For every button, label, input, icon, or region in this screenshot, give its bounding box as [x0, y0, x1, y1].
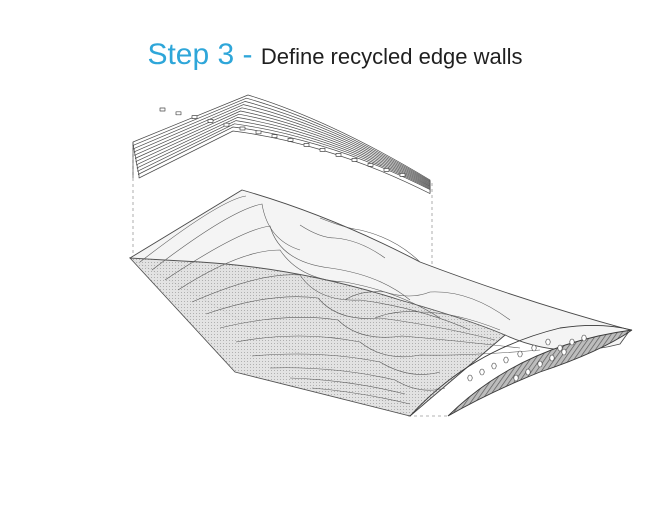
contour-line — [269, 367, 446, 391]
recycled-edge-wall — [409, 324, 633, 417]
wall-opening — [557, 344, 563, 352]
terrain-front-face — [128, 257, 506, 417]
contour-line — [191, 274, 471, 331]
layer-notch — [159, 107, 166, 112]
wall-opening — [513, 374, 519, 382]
contour-line — [139, 195, 247, 263]
edge-wall-rim — [409, 324, 633, 417]
wall-opening — [531, 344, 537, 352]
wall-opening — [525, 368, 531, 376]
layer-notch — [319, 148, 326, 152]
wall-opening — [545, 338, 551, 346]
wall-opening — [467, 374, 473, 382]
wall-opening — [491, 362, 497, 370]
wall-opening — [549, 354, 555, 362]
layer-notch — [175, 111, 182, 116]
layer-notch — [207, 119, 214, 123]
contour-line — [177, 249, 441, 319]
terrain-surface — [128, 189, 631, 417]
layer-notch — [287, 138, 294, 142]
edge-wall-body — [447, 329, 633, 417]
wall-layer — [138, 126, 431, 194]
contour-line — [164, 225, 411, 301]
contour-line — [219, 317, 521, 349]
contour-lines — [139, 195, 541, 405]
layer-notch — [223, 122, 230, 127]
page-title: Step 3 - Define recycled edge walls — [0, 40, 670, 70]
step-description: Define recycled edge walls — [260, 44, 523, 69]
contour-line — [344, 291, 511, 321]
wall-opening — [503, 356, 509, 364]
contour-line — [319, 217, 421, 263]
wall-opening — [581, 334, 587, 342]
edge-wall-layers — [132, 94, 431, 194]
wall-opening — [561, 348, 567, 356]
edge-wall-openings — [467, 334, 587, 382]
layer-notch — [383, 168, 390, 172]
wall-opening — [569, 338, 575, 346]
layer-notch — [351, 158, 358, 162]
contour-line — [374, 311, 501, 331]
contour-line — [251, 353, 441, 375]
layer-notch — [399, 173, 406, 177]
contour-line — [205, 296, 496, 341]
contour-line — [235, 335, 541, 358]
layer-notch — [239, 126, 246, 131]
contour-line — [299, 224, 386, 259]
wall-opening — [517, 350, 523, 358]
layer-notch — [271, 134, 278, 138]
contour-line — [151, 203, 301, 271]
contour-line — [311, 387, 411, 405]
layer-notch — [191, 115, 198, 119]
layer-notch — [367, 163, 374, 167]
wall-opening — [537, 360, 543, 368]
step-number: Step 3 — [147, 38, 235, 71]
layer-notch — [335, 153, 342, 157]
wall-opening — [479, 368, 485, 376]
contour-line — [289, 377, 406, 395]
title-separator: - — [234, 38, 261, 71]
layer-notch — [255, 130, 262, 135]
layer-notch — [303, 143, 310, 147]
